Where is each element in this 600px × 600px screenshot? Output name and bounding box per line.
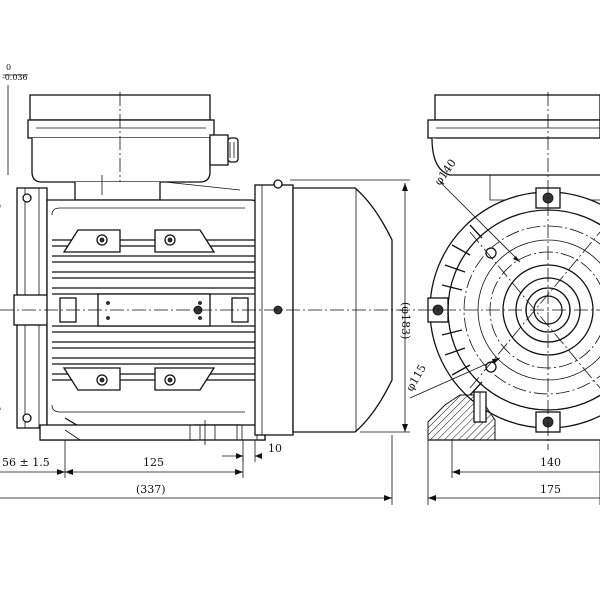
front-view: φ140 φ115 140 175 [403,92,600,505]
front-bottom-dimensions: 140 175 [427,440,600,505]
terminal-box-base [74,182,161,201]
foot-spacing-side-label: 125 [143,456,164,469]
top-mounting-lugs [62,229,216,253]
side-feet [39,417,266,445]
overall-length-label: (337) [136,483,166,496]
drive-end-flange [254,179,294,436]
terminal-box [27,92,215,183]
front-foot [427,391,600,441]
tolerance-upper: 0 [6,63,11,72]
shaft-offset-label: 56 ± 1.5 [2,456,50,469]
tolerance-dim: 0 -0.036 [2,63,28,175]
frame-diameter-dim: (φ183) [290,179,412,433]
bottom-mounting-lugs [62,367,216,391]
tolerance-lower: -0.036 [2,73,28,82]
foot-spacing-front-label: 140 [540,456,561,469]
rear-end-shield [0,187,51,429]
front-width-label: 175 [540,483,561,496]
side-view: 0 -0.036 (φ183) 56 ± 1.5 125 [0,63,420,505]
side-bottom-dimensions: 56 ± 1.5 125 10 (337) [0,435,393,505]
foot-width-label: 10 [268,442,282,455]
frame-diameter-label: (φ183) [399,302,412,339]
bolt-circle-label: φ115 [403,362,429,393]
front-ribs [441,224,483,396]
cable-gland [209,134,239,166]
front-terminal-box [427,92,600,201]
